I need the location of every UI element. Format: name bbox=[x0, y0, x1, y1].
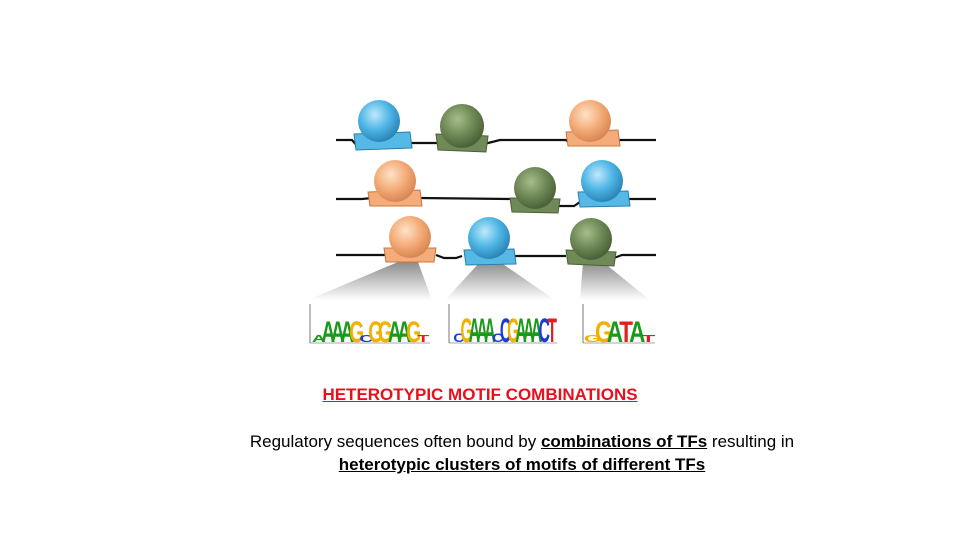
logo-letter-c: C bbox=[539, 311, 550, 350]
dna-strand-3 bbox=[336, 216, 656, 267]
logo-letter-a: A bbox=[484, 311, 495, 350]
logo-letter-a: A bbox=[388, 316, 402, 349]
tf-blue bbox=[353, 100, 413, 151]
motif-projection-cones bbox=[308, 262, 650, 300]
dna-strand-1 bbox=[336, 100, 656, 153]
caption-emphasis-tf-combinations: combinations of TFs bbox=[540, 432, 708, 451]
logo-letter-g: G bbox=[349, 316, 364, 349]
logo-letter-t: T bbox=[619, 315, 633, 349]
logo-letter-g: G bbox=[595, 315, 613, 349]
cone-blue-to-logo-2 bbox=[445, 262, 555, 300]
logo-letter-a: A bbox=[607, 315, 623, 349]
caption-prefix: Regulatory sequences often bound by bbox=[249, 432, 541, 451]
logo-letter-a: A bbox=[312, 333, 326, 345]
logo-letter-a: A bbox=[397, 316, 411, 349]
tf-blue bbox=[463, 217, 517, 266]
tf-green bbox=[509, 167, 561, 214]
logo-letter-g: G bbox=[368, 316, 383, 349]
logo-letter-c: C bbox=[492, 331, 503, 345]
logo-letter-a: A bbox=[477, 311, 488, 350]
caption-middle: resulting in bbox=[707, 432, 795, 451]
logo-letter-a: A bbox=[531, 311, 542, 350]
logo-letter-t: T bbox=[547, 311, 557, 350]
dna-line bbox=[336, 253, 656, 260]
tf-orange bbox=[565, 100, 621, 147]
logo-letter-c: C bbox=[500, 311, 511, 350]
logo-letter-a: A bbox=[523, 311, 534, 350]
diagram-heading: HETEROTYPIC MOTIF COMBINATIONS bbox=[322, 385, 638, 404]
logo-letter-a: A bbox=[469, 311, 480, 350]
logo-letter-c: C bbox=[453, 331, 464, 345]
tf-orange bbox=[367, 160, 423, 207]
logo-letter-a: A bbox=[629, 315, 645, 349]
logo-letter-a: A bbox=[331, 316, 345, 349]
logo-letter-g: G bbox=[507, 311, 519, 350]
tf-blue bbox=[577, 160, 631, 208]
logo-letter-g: G bbox=[406, 316, 421, 349]
tf-orange bbox=[383, 216, 437, 263]
dna-line bbox=[336, 196, 656, 208]
tf-green bbox=[565, 218, 617, 267]
logo-letter-c: C bbox=[359, 333, 373, 345]
logo-letter-a: A bbox=[321, 316, 335, 349]
logo-letter-t: T bbox=[642, 332, 656, 344]
logo-letter-g: G bbox=[378, 316, 393, 349]
diagram-caption: Regulatory sequences often bound by comb… bbox=[0, 430, 960, 476]
logo-letter-g: G bbox=[584, 332, 602, 344]
logo-letter-a: A bbox=[340, 316, 354, 349]
logo-letter-t: T bbox=[417, 333, 429, 345]
tf-green bbox=[435, 104, 489, 153]
logo-letter-a: A bbox=[515, 311, 526, 350]
cone-orange-to-logo-1 bbox=[308, 262, 432, 300]
dna-strand-2 bbox=[336, 160, 656, 214]
logo-letter-g: G bbox=[461, 311, 473, 350]
caption-emphasis-heterotypic-clusters: heterotypic clusters of motifs of differ… bbox=[338, 455, 706, 474]
cone-green-to-logo-3 bbox=[580, 262, 650, 300]
